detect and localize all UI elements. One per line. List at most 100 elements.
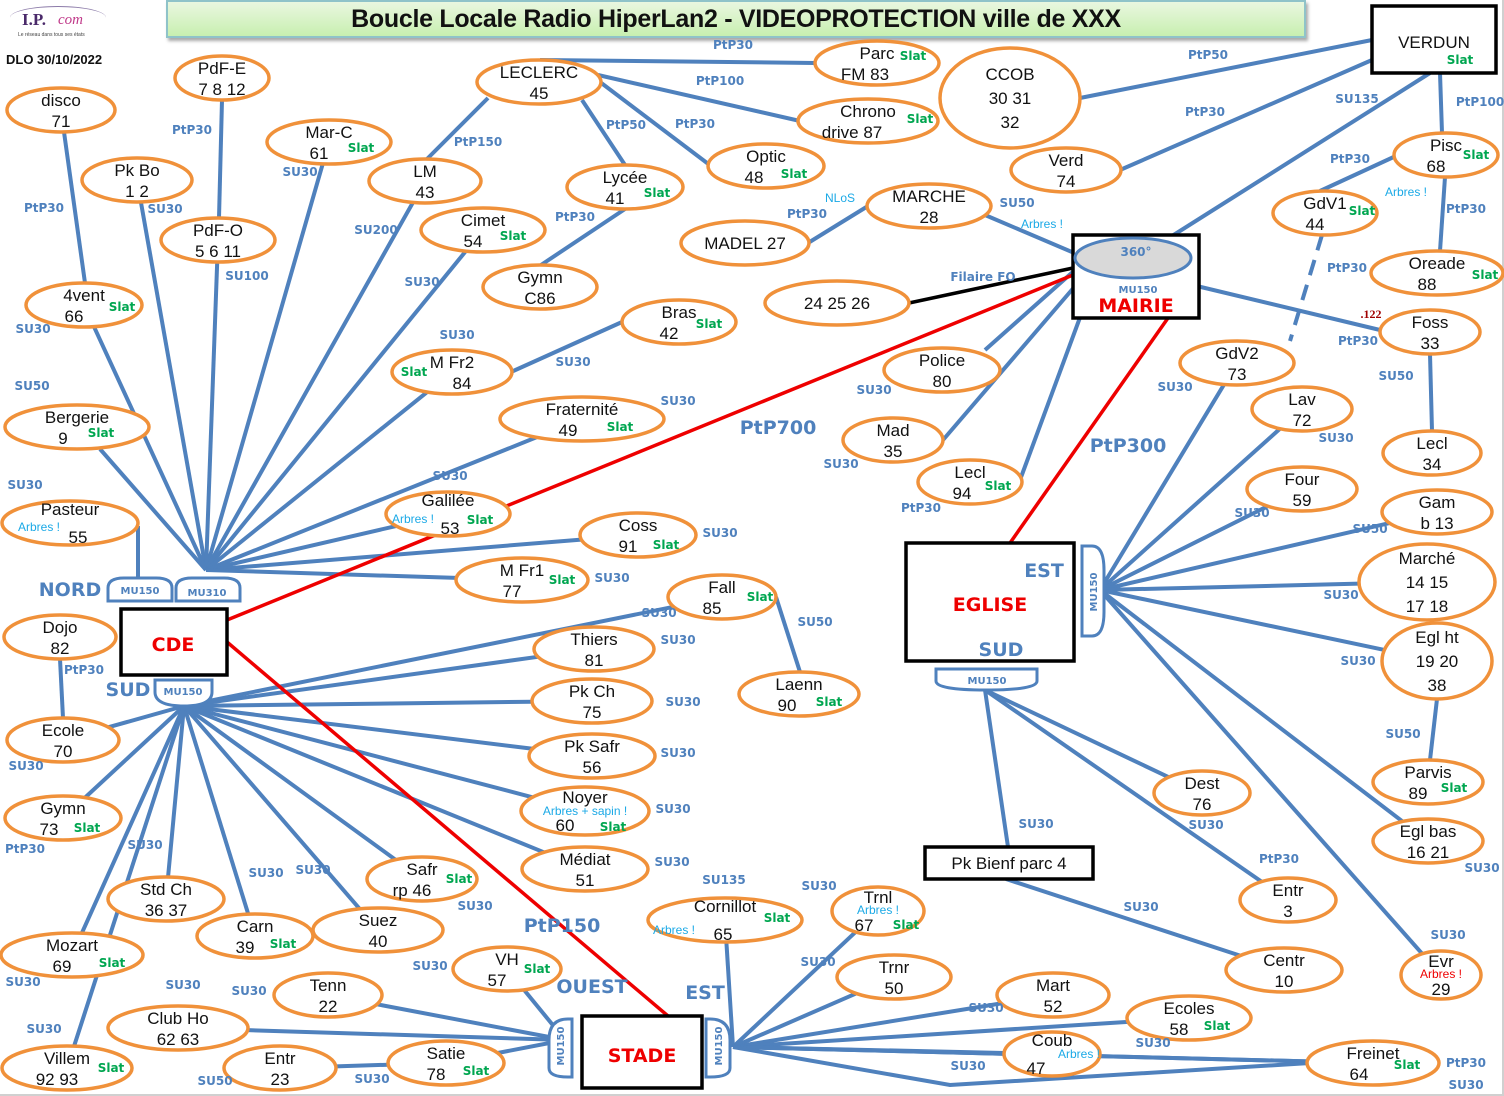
camera-node-marche28 [865, 182, 993, 230]
slat-badge: Slat [446, 872, 473, 886]
node-number: 17 18 [1406, 597, 1449, 616]
link-label: PtP30 [64, 663, 104, 677]
radio-link [731, 930, 858, 1049]
sector-label-sud: SUD [979, 639, 1024, 661]
camera-node-villem [0, 1044, 134, 1092]
sector-label-sud: SUD [106, 679, 151, 701]
camera-node-freinet [1305, 1039, 1441, 1087]
slat-badge: Slat [781, 167, 808, 181]
link-label: SU135 [702, 873, 745, 887]
radio-link [724, 941, 735, 1048]
sector-label-ouest: OUEST [556, 976, 627, 998]
node-name: Lecl [954, 463, 985, 482]
warning-note: Arbres ! [1420, 967, 1462, 981]
node-name: Laenn [775, 675, 822, 694]
node-number: 36 37 [145, 901, 188, 920]
radio-link [1438, 176, 1447, 252]
link-label: PtP30 [1185, 105, 1225, 119]
link-label: SU30 [7, 478, 42, 492]
camera-node-police [882, 346, 1002, 394]
camera-node-disco [5, 86, 117, 134]
warning-note: Arbres ! [857, 903, 899, 917]
node-number: 71 [52, 112, 71, 131]
link-label: SU30 [1464, 861, 1499, 875]
node-number: 77 [503, 582, 522, 601]
slat-badge: Slat [1441, 781, 1468, 795]
site-box-verdun [1370, 4, 1498, 75]
node-number: 90 [778, 696, 797, 715]
node-number: drive 87 [822, 123, 882, 142]
node-number: 91 [619, 537, 638, 556]
radio-link [1099, 521, 1390, 592]
node-number: 69 [53, 957, 72, 976]
node-number: 52 [1044, 997, 1063, 1016]
slat-badge: Slat [524, 962, 551, 976]
camera-node-mfr2 [390, 348, 514, 396]
logo-suffix: com [58, 12, 83, 28]
slat-badge: Slat [696, 317, 723, 331]
link-label: SU50 [14, 379, 49, 393]
radio-unit-label: MU150 [164, 687, 203, 698]
radio-link [72, 705, 186, 1047]
slat-badge: Slat [1349, 204, 1376, 218]
link-label: SU30 [1323, 588, 1358, 602]
slat-badge: Slat [1463, 148, 1490, 162]
warning-note: Arbres ! [18, 520, 60, 534]
camera-node-safrrp [365, 855, 479, 903]
antenna-360 [1073, 236, 1193, 280]
node-name: Foss [1412, 313, 1449, 332]
node-number: 7 8 12 [198, 80, 245, 99]
link-label: SU30 [800, 955, 835, 969]
camera-node-pdfo [159, 216, 277, 264]
link-label: SU30 [412, 959, 447, 973]
node-number: 73 [40, 820, 59, 839]
camera-node-trnr [835, 953, 953, 1001]
node-number: 60 [556, 816, 575, 835]
radio-link [1170, 71, 1432, 238]
radio-link [205, 537, 582, 572]
node-number: 53 [441, 519, 460, 538]
camera-node-ecole [5, 716, 121, 764]
node-name: Chrono [840, 102, 896, 121]
node-number: 56 [583, 758, 602, 777]
node-name: Noyer [562, 788, 608, 807]
node-name: Thiers [570, 630, 617, 649]
slat-badge: Slat [816, 695, 843, 709]
link-label: PtP30 [555, 210, 595, 224]
link-label: SU135 [1335, 92, 1378, 106]
node-number: 39 [236, 938, 255, 957]
site-name-eglise: EGLISE [953, 594, 1027, 616]
node-number: 47 [1027, 1059, 1046, 1078]
node-number: 16 21 [1407, 843, 1450, 862]
radio-link [376, 1002, 566, 1042]
node-number: 67 [855, 916, 874, 935]
node-number: 59 [1293, 491, 1312, 510]
node-name: Fall [708, 578, 735, 597]
nlos-note: NLoS [825, 191, 855, 205]
link-label: SU50 [1352, 522, 1387, 536]
node-number: 89 [1409, 784, 1428, 803]
camera-node-lecl34 [1381, 429, 1483, 477]
camera-node-clubho [106, 1004, 250, 1052]
link-label: SU30 [248, 866, 283, 880]
camera-node-lycee [565, 163, 685, 211]
link-label: SU30 [147, 202, 182, 216]
link-label: SU30 [457, 899, 492, 913]
camera-node-gymn73 [3, 794, 123, 842]
link-label: SU30 [655, 802, 690, 816]
radio-link [205, 435, 538, 572]
radio-link [62, 131, 87, 284]
slat-badge: Slat [401, 365, 428, 379]
radio-link [1428, 698, 1439, 761]
node-name: Oreade [1409, 254, 1466, 273]
link-label: SU30 [1018, 817, 1053, 831]
camera-node-oreade [1369, 249, 1504, 297]
site-name-verdun: VERDUN [1398, 33, 1470, 52]
node-name: Galilée [422, 491, 475, 510]
camera-node-cornillot [646, 896, 804, 944]
node-number: 62 63 [157, 1030, 200, 1049]
radio-link [983, 268, 1077, 352]
node-number: 61 [310, 144, 329, 163]
node-name: Police [919, 351, 965, 370]
slat-badge: Slat [985, 479, 1012, 493]
